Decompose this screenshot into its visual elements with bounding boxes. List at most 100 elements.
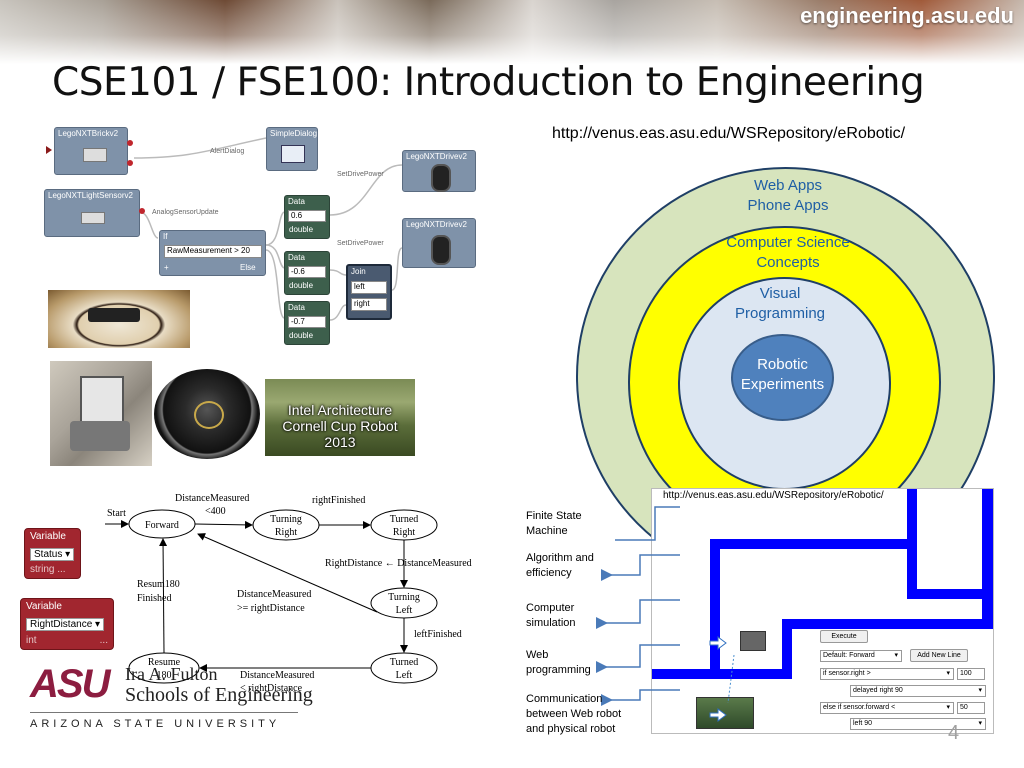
port-in <box>46 146 52 154</box>
node-data-2[interactable]: Data -0.6 double <box>284 251 330 295</box>
list-item-algorithm: Algorithm and efficiency <box>526 552 594 579</box>
fsm-turning-left-2: Left <box>396 605 413 616</box>
maze-wall <box>907 589 987 599</box>
node-dialog-title: SimpleDialog <box>270 129 318 138</box>
slide-title: CSE101 / FSE100: Introduction to Enginee… <box>52 60 925 105</box>
fsm-dm400-2: <400 <box>205 506 226 517</box>
variable-name-select[interactable]: Status ▾ <box>30 548 75 561</box>
vpl-wires <box>133 137 403 321</box>
node-data-3[interactable]: Data -0.7 double <box>284 301 330 345</box>
third-ring-line-2: Programming <box>734 305 826 322</box>
variable-status[interactable]: Variable Status ▾ string ... <box>24 528 81 579</box>
node-if[interactable]: If RawMeasurement > 20 + Else <box>159 230 266 276</box>
join-left[interactable]: left <box>351 281 387 294</box>
list-item-communication: Communication between Web robot and phys… <box>526 693 622 735</box>
second-ring-label: Computer Science Concepts <box>700 233 876 273</box>
fsm-right-finished: rightFinished <box>312 495 365 506</box>
fsm-turned-left-1: Turned <box>390 657 419 668</box>
second-ring-line-2: Concepts <box>756 254 820 271</box>
fsm-resume-2: 180 <box>157 670 172 681</box>
simulation-panel <box>651 488 994 734</box>
wire-label-power-1: SetDrivePower <box>337 171 384 178</box>
data-title: Data <box>288 197 305 206</box>
core-label: Robotic Experiments <box>731 355 834 395</box>
node-lego-bricks-title: LegoNXTBrickv2 <box>58 129 119 138</box>
value-input-2[interactable]: 50 <box>957 702 985 714</box>
maze-wall <box>652 669 792 679</box>
action-select-1[interactable]: delayed right 90▾ <box>850 685 986 697</box>
maze-wall <box>907 539 917 599</box>
condition-select-1[interactable]: if sensor.right >▾ <box>820 668 954 680</box>
core-line-1: Robotic <box>757 356 808 373</box>
variable-title: Variable <box>26 601 62 612</box>
repository-url[interactable]: http://venus.eas.asu.edu/WSRepository/eR… <box>552 125 906 142</box>
fsm-turned-right-2: Right <box>393 527 415 538</box>
value-input-1[interactable]: 100 <box>957 668 985 680</box>
join-right[interactable]: right <box>351 298 387 311</box>
if-condition[interactable]: RawMeasurement > 20 <box>164 245 262 258</box>
core-line-2: Experiments <box>740 376 825 393</box>
roomba-shape <box>154 369 260 459</box>
node-lego-bricks[interactable]: LegoNXTBrickv2 <box>54 127 128 175</box>
node-if-title: If <box>163 232 168 241</box>
vpl-diagram: AlertDialog AnalogSensorUpdate SetDriveP… <box>40 120 488 350</box>
list-item-fsm: Finite State Machine <box>526 510 582 537</box>
fsm-resum-2: Finished <box>137 593 171 604</box>
circle-robotic-experiments <box>731 334 834 421</box>
variable-type: int ... <box>26 635 108 646</box>
node-data-1[interactable]: Data 0.6 double <box>284 195 330 239</box>
simulation-url[interactable]: http://venus.eas.asu.edu/WSRepository/eR… <box>663 490 884 501</box>
maze-wall <box>782 619 993 629</box>
sim-robot <box>740 631 766 651</box>
node-lego-light-sensor[interactable]: LegoNXTLightSensorv2 <box>44 189 140 237</box>
site-name: engineering.asu.edu <box>800 3 1014 28</box>
third-ring-label: Visual Programming <box>700 284 860 324</box>
condition-select-2[interactable]: else if sensor.forward <▾ <box>820 702 954 714</box>
fsm-forward: Forward <box>145 520 179 531</box>
data-value-1[interactable]: 0.6 <box>288 210 326 222</box>
data-title: Data <box>288 303 305 312</box>
wire-label-power-2: SetDrivePower <box>337 240 384 247</box>
maze-wall <box>782 619 792 679</box>
maze-wall <box>907 489 917 549</box>
dialog-icon <box>281 145 305 163</box>
asu-logo-line-2: Schools of Engineering <box>125 684 313 706</box>
third-ring-line-1: Visual <box>759 285 801 302</box>
data-value-2[interactable]: -0.6 <box>288 266 326 278</box>
fsm-diagram: Start Forward Turning Right Turned Right… <box>105 493 472 694</box>
sensor-icon <box>81 212 105 224</box>
lego-brick-shape <box>80 376 124 428</box>
execute-button[interactable]: Execute <box>820 630 868 643</box>
mode-select[interactable]: Default: Forward▾ <box>820 650 902 662</box>
node-lego-drive-1[interactable]: LegoNXTDrivev2 <box>402 150 476 192</box>
wheel-icon <box>431 164 451 192</box>
fsm-turned-right-1: Turned <box>390 514 419 525</box>
data-type: double <box>289 331 314 340</box>
node-lego-drive-2[interactable]: LegoNXTDrivev2 <box>402 218 476 268</box>
asu-logo-line-3: ARIZONA STATE UNIVERSITY <box>30 718 281 730</box>
second-ring-line-1: Computer Science <box>726 234 850 251</box>
action-select-2[interactable]: left 90▾ <box>850 718 986 730</box>
maze-wall <box>710 539 720 639</box>
node-simple-dialog[interactable]: SimpleDialog <box>266 127 318 171</box>
intel-caption-line-1: Intel Architecture <box>287 402 393 418</box>
wire-label-analog: AnalogSensorUpdate <box>152 209 219 216</box>
port-out <box>139 208 145 214</box>
asu-logo-rule <box>30 712 298 713</box>
intel-caption-line-3: 2013 <box>324 434 356 450</box>
data-value-3[interactable]: -0.7 <box>288 316 326 328</box>
cornell-cup-robot-photo: Intel Architecture Cornell Cup Robot 201… <box>265 379 415 456</box>
variable-type: string ... <box>30 564 66 575</box>
variable-name-select[interactable]: RightDistance ▾ <box>26 618 105 631</box>
outer-ring-label: Web Apps Phone Apps <box>700 176 876 216</box>
roomba-photo <box>152 361 263 466</box>
asu-logo-mark: ASU <box>30 662 110 706</box>
add-new-line-button[interactable]: Add New Line <box>910 649 968 662</box>
node-join[interactable]: Join left right <box>346 264 392 320</box>
maze-wall <box>710 629 720 674</box>
variable-right-distance[interactable]: Variable RightDistance ▾ int ... <box>20 598 114 650</box>
fsm-dm-lt-1: DistanceMeasured <box>240 670 314 681</box>
maze-wall <box>710 539 910 549</box>
fsm-turning-right-1: Turning <box>270 514 302 525</box>
port-out <box>127 140 133 146</box>
